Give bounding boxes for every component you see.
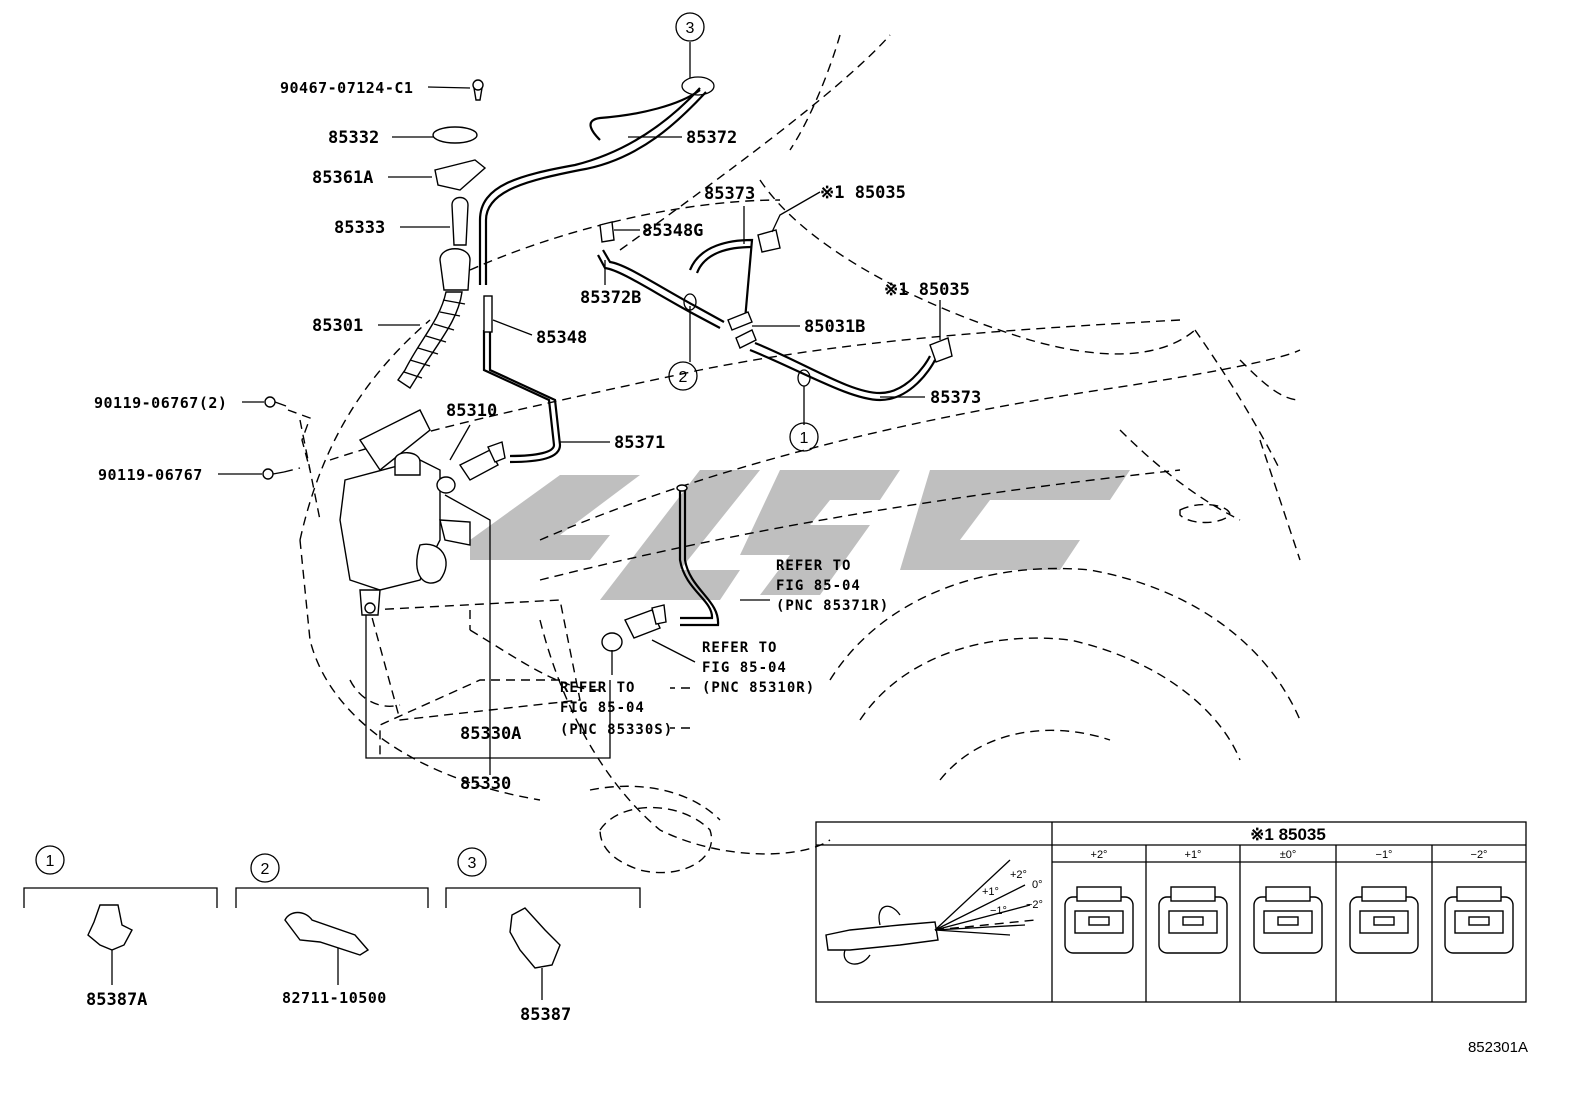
diag-angle-3: 0° [1032, 879, 1043, 891]
svg-text:REFER TO: REFER TO [702, 640, 777, 656]
label-hose-upper-right: 85373 [704, 184, 755, 204]
nozzles [599, 76, 953, 387]
bolts [262, 396, 311, 480]
svg-text:FIG 85-04: FIG 85-04 [560, 700, 645, 716]
angle-col-5: −2° [1471, 849, 1488, 861]
callout-2-main: 2 [668, 361, 698, 391]
label-valve-g: 85348G [642, 221, 703, 241]
label-cap-holder: 85361A [312, 168, 373, 188]
label-hose-lower-right: 85373 [930, 388, 981, 408]
label-nozzle-upper: ※1 85035 [820, 183, 906, 203]
callout-1-main: 1 [789, 422, 819, 452]
svg-text:3: 3 [686, 20, 695, 37]
figure-code: 852301A [1468, 1039, 1528, 1056]
refer-note-1: REFER TO FIG 85-04 (PNC 85371R) [776, 558, 889, 614]
label-jar: 85330 [460, 774, 511, 794]
label-valve: 85348 [536, 328, 587, 348]
svg-text:3: 3 [468, 855, 477, 872]
svg-text:2: 2 [261, 861, 270, 878]
refer-note-2: REFER TO FIG 85-04 (PNC 85310R) [702, 640, 815, 696]
label-grommet-a: 85330A [460, 724, 521, 744]
label-joint: 85031B [804, 317, 865, 337]
angle-col-3: ±0° [1280, 849, 1297, 861]
svg-text:2: 2 [679, 369, 688, 386]
nozzle-spray-diagram: +2° +1° 0° −1° −2° [825, 859, 1043, 965]
callout-3-main: 3 [675, 12, 705, 42]
svg-text:(PNC 85310R): (PNC 85310R) [702, 680, 815, 696]
label-bolt-b: 90119-06767 [98, 466, 203, 484]
svg-text:FIG 85-04: FIG 85-04 [702, 660, 787, 676]
washer-motor [436, 441, 667, 652]
label-screw: 90467-07124-C1 [280, 79, 413, 97]
clip-2-part: 82711-10500 [282, 989, 387, 1007]
clip-detail-1: 1 85387A [23, 845, 218, 1010]
label-hose-top: 85372 [686, 128, 737, 148]
label-bolt-a: 90119-06767(2) [94, 394, 227, 412]
label-motor: 85310 [446, 401, 497, 421]
diag-angle-5: −2° [1026, 899, 1043, 911]
svg-text:(PNC 85371R): (PNC 85371R) [776, 598, 889, 614]
svg-text:(PNC 85330S): (PNC 85330S) [560, 722, 673, 738]
part-labels: 90467-07124-C1 85332 85361A 85333 85301 … [94, 79, 981, 794]
svg-text:FIG 85-04: FIG 85-04 [776, 578, 861, 594]
angle-col-2: +1° [1185, 849, 1202, 861]
clip-3-part: 85387 [520, 1005, 571, 1025]
filler-inlet [397, 79, 487, 389]
diag-angle-1: +2° [1010, 869, 1027, 881]
table-title: ※1 85035 [1250, 825, 1326, 844]
nozzle-angle-table: ※1 85035 +2° +1° ±0° −1° −2° [815, 821, 1527, 1003]
svg-text:1: 1 [800, 430, 809, 447]
watermark-logo [470, 470, 1130, 600]
washer-jar [339, 409, 471, 616]
nozzle-connector-icons [1064, 886, 1514, 954]
svg-text:1: 1 [46, 853, 55, 870]
svg-text:REFER TO: REFER TO [560, 680, 635, 696]
label-hose-main: 85371 [614, 433, 665, 453]
label-inlet: 85301 [312, 316, 363, 336]
label-nozzle-lower: ※1 85035 [884, 280, 970, 300]
label-neck-seal: 85333 [334, 218, 385, 238]
clip-detail-2: 2 82711-10500 [235, 853, 429, 1007]
vehicle-body-outline [299, 34, 1301, 874]
angle-col-1: +2° [1091, 849, 1108, 861]
diag-angle-2: +1° [982, 886, 999, 898]
label-cap: 85332 [328, 128, 379, 148]
leader-lines [218, 42, 941, 775]
angle-col-4: −1° [1376, 849, 1393, 861]
clip-detail-3: 3 85387 [445, 847, 641, 1025]
svg-text:REFER TO: REFER TO [776, 558, 851, 574]
hoses [478, 87, 936, 627]
clip-1-part: 85387A [86, 990, 147, 1010]
diag-angle-4: −1° [990, 905, 1007, 917]
label-hose-b: 85372B [580, 288, 641, 308]
refer-note-3: REFER TO FIG 85-04 (PNC 85330S) [560, 680, 673, 738]
